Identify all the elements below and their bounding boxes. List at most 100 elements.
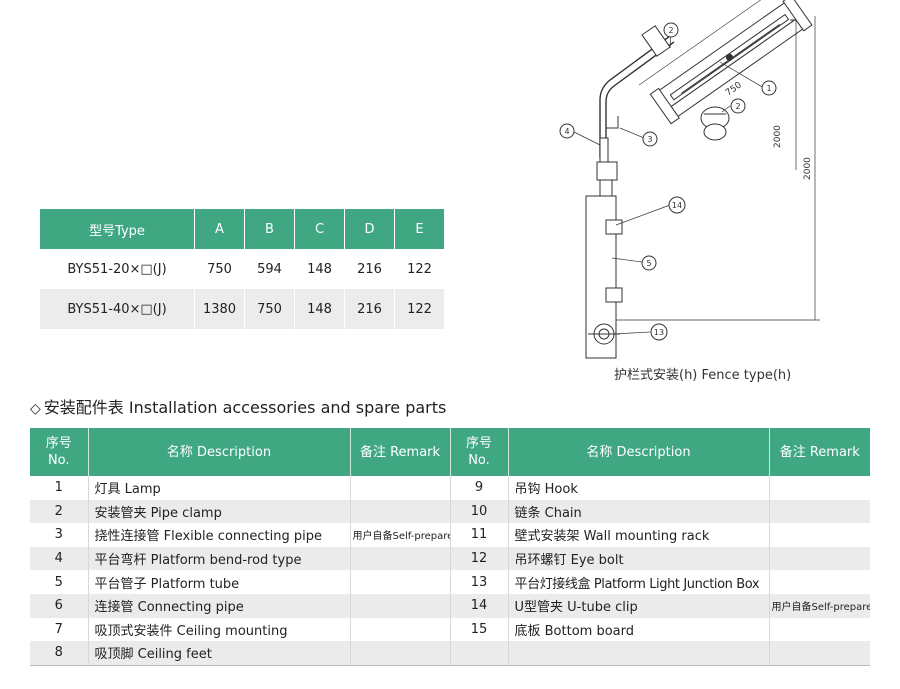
- spec-table: 型号Type A B C D E BYS51-20×□(J) 750 594 1…: [40, 209, 444, 329]
- cell-description: [508, 641, 770, 666]
- spec-cell-b: 750: [244, 289, 295, 329]
- spec-cell-type: BYS51-20×□(J): [40, 249, 195, 289]
- dim-750: 750: [724, 80, 744, 98]
- cell-no: 1: [30, 476, 89, 500]
- table-row: 3 挠性连接管 Flexible connecting pipe 用户自备Sel…: [30, 523, 870, 547]
- callout-5: 5: [641, 255, 657, 271]
- cell-remark: [769, 499, 870, 524]
- cell-no: 10: [450, 499, 509, 524]
- cell-description: 底板 Bottom board: [508, 617, 770, 642]
- spec-cell-a: 750: [194, 249, 245, 289]
- cell-no: 11: [450, 523, 509, 547]
- cell-remark: 用户自备Self-prepare: [769, 593, 870, 618]
- cell-description: U型管夹 U-tube clip: [508, 593, 770, 618]
- spec-header-c: C: [294, 209, 345, 249]
- callout-1: 1: [761, 80, 777, 96]
- svg-text:13: 13: [654, 328, 664, 337]
- spec-header-e: E: [394, 209, 444, 249]
- svg-text:14: 14: [672, 201, 682, 210]
- cell-description: 安装管夹 Pipe clamp: [88, 499, 351, 524]
- spec-row: BYS51-40×□(J) 1380 750 148 216 122: [40, 289, 444, 329]
- section-heading: ◇安装配件表 Installation accessories and spar…: [30, 394, 446, 418]
- cell-description: 链条 Chain: [508, 499, 770, 524]
- cell-remark: [769, 617, 870, 642]
- cell-no: [450, 641, 509, 666]
- cell-remark: [769, 523, 870, 547]
- cell-remark: [350, 476, 451, 500]
- table-row: 4 平台弯杆 Platform bend-rod type 12 吊环螺钉 Ey…: [30, 546, 870, 571]
- cell-description: 挠性连接管 Flexible connecting pipe: [88, 523, 351, 547]
- svg-text:2: 2: [668, 26, 673, 35]
- bend-rod: [599, 35, 671, 158]
- cell-no: 9: [450, 476, 509, 500]
- table-row: 8 吸顶脚 Ceiling feet: [30, 641, 870, 666]
- section-title: 安装配件表 Installation accessories and spare…: [43, 398, 447, 417]
- svg-text:5: 5: [646, 259, 651, 268]
- spec-cell-c: 148: [294, 289, 345, 329]
- cell-description: 平台弯杆 Platform bend-rod type: [88, 546, 351, 571]
- cell-no: 8: [30, 641, 89, 666]
- cell-description: 吊环螺钉 Eye bolt: [508, 546, 770, 571]
- table-row: 7 吸顶式安装件 Ceiling mounting 15 底板 Bottom b…: [30, 617, 870, 642]
- cell-no: 13: [450, 570, 509, 594]
- cell-description: 平台灯接线盒 Platform Light Junction Box: [508, 570, 770, 594]
- drawing-caption: 护栏式安装(h) Fence type(h): [614, 368, 792, 383]
- spec-cell-c: 148: [294, 249, 345, 289]
- dim-2000-b: 2000: [803, 157, 813, 180]
- header-remark-right: 备注 Remark: [769, 428, 870, 476]
- installation-drawing: 1 2 2 3 4 5 13 14 750 2000 2000: [540, 0, 900, 390]
- cell-no: 5: [30, 570, 89, 594]
- cell-description: 吸顶脚 Ceiling feet: [88, 641, 351, 666]
- cell-description: 灯具 Lamp: [88, 476, 351, 500]
- svg-text:2: 2: [735, 102, 740, 111]
- cell-no: 14: [450, 593, 509, 618]
- cell-remark: [769, 570, 870, 594]
- header-description-left: 名称 Description: [88, 428, 351, 476]
- spec-cell-type: BYS51-40×□(J): [40, 289, 195, 329]
- spec-header-b: B: [244, 209, 295, 249]
- cell-no: 15: [450, 617, 509, 642]
- cell-description: 壁式安装架 Wall mounting rack: [508, 523, 770, 547]
- callout-4: 4: [559, 123, 575, 139]
- header-description-right: 名称 Description: [508, 428, 770, 476]
- cell-no: 12: [450, 546, 509, 571]
- spec-cell-a: 1380: [194, 289, 245, 329]
- cell-remark: [350, 641, 451, 666]
- cell-description: 吊钩 Hook: [508, 476, 770, 500]
- cell-description: 平台管子 Platform tube: [88, 570, 351, 594]
- cell-no: 3: [30, 523, 89, 547]
- cell-remark: [350, 546, 451, 571]
- svg-text:3: 3: [647, 135, 652, 144]
- spec-cell-e: 122: [394, 249, 444, 289]
- spec-header-d: D: [344, 209, 395, 249]
- cell-no: 7: [30, 617, 89, 642]
- fence-type-diagram: 1 2 2 3 4 5 13 14 750 2000 2000: [559, 0, 820, 359]
- spec-cell-d: 216: [344, 289, 395, 329]
- cell-remark: [769, 641, 870, 666]
- cell-remark: [350, 499, 451, 524]
- dim-2000-a: 2000: [773, 125, 783, 148]
- cell-description: 吸顶式安装件 Ceiling mounting: [88, 617, 351, 642]
- svg-text:4: 4: [564, 127, 569, 136]
- spec-cell-d: 216: [344, 249, 395, 289]
- header-remark-left: 备注 Remark: [350, 428, 451, 476]
- table-row: 1 灯具 Lamp 9 吊钩 Hook: [30, 476, 870, 500]
- cell-remark: [350, 617, 451, 642]
- spec-header-type: 型号Type: [40, 209, 195, 249]
- callout-2b: 2: [730, 98, 746, 114]
- svg-text:1: 1: [766, 84, 771, 93]
- cell-remark: [350, 570, 451, 594]
- cell-remark: [350, 593, 451, 618]
- table-row: 6 连接管 Connecting pipe 14 U型管夹 U-tube cli…: [30, 593, 870, 618]
- cell-remark: [769, 546, 870, 571]
- table-row: 5 平台管子 Platform tube 13 平台灯接线盒 Platform …: [30, 570, 870, 594]
- diamond-icon: ◇: [30, 401, 41, 417]
- callout-14: 14: [668, 196, 686, 214]
- cell-no: 6: [30, 593, 89, 618]
- cell-remark: 用户自备Self-prepare: [350, 523, 451, 547]
- table-row: 2 安装管夹 Pipe clamp 10 链条 Chain: [30, 499, 870, 524]
- lamp-fixture: [638, 0, 813, 125]
